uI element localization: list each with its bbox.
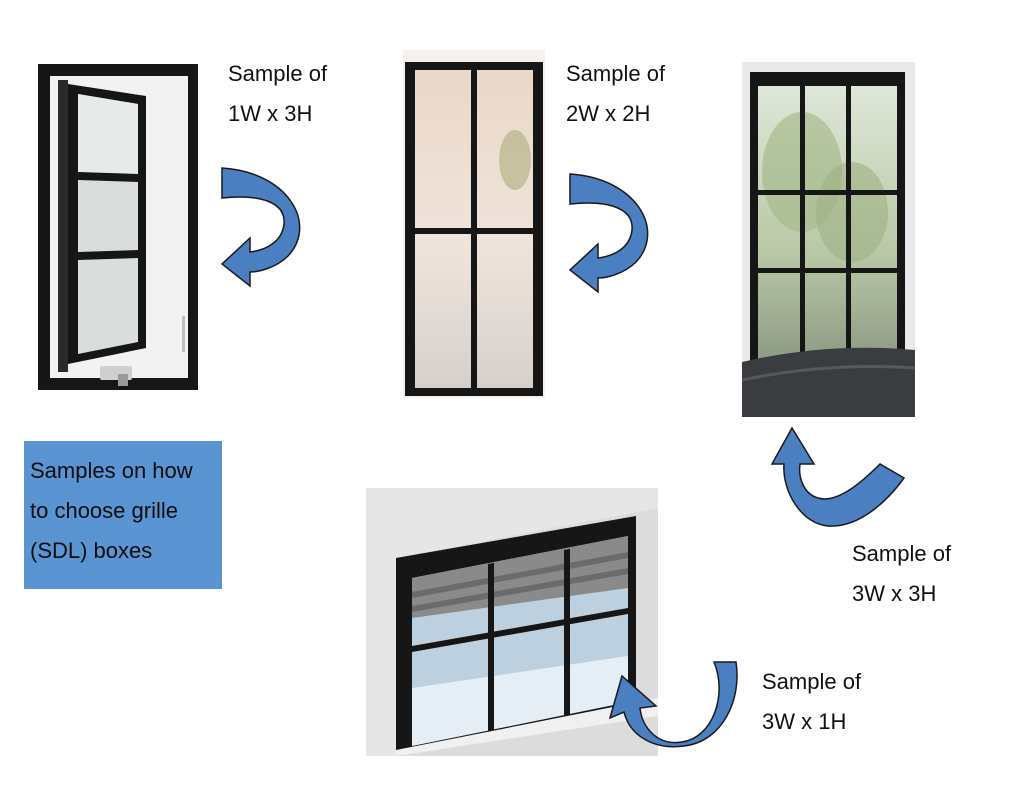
three-by-one-window-image — [366, 488, 658, 756]
casement-window-image — [18, 56, 213, 398]
two-by-two-window-image — [403, 50, 545, 398]
info-box: Samples on how to choose grille (SDL) bo… — [24, 441, 222, 589]
window-photo-3w-3h — [742, 62, 915, 417]
window-photo-1w-3h — [18, 56, 213, 398]
sample-label-3w-1h: Sample of 3W x 1H — [762, 669, 862, 734]
curved-arrow-icon — [568, 173, 649, 294]
curved-arrow-icon — [220, 167, 301, 288]
curved-arrow-4 — [602, 656, 744, 748]
three-by-three-window-image — [742, 62, 915, 417]
window-photo-2w-2h — [403, 50, 545, 398]
sample-label-2w-2h: Sample of 2W x 2H — [566, 61, 666, 126]
curved-arrow-1 — [218, 164, 314, 304]
curved-arrow-3 — [768, 420, 908, 530]
curved-arrow-2 — [566, 170, 662, 310]
sample-label-3w-3h: Sample of 3W x 3H — [852, 541, 952, 606]
window-photo-3w-1h — [366, 488, 658, 756]
curved-arrow-icon — [608, 661, 738, 748]
curved-arrow-icon — [770, 426, 906, 527]
sample-label-1w-3h: Sample of 1W x 3H — [228, 61, 328, 126]
